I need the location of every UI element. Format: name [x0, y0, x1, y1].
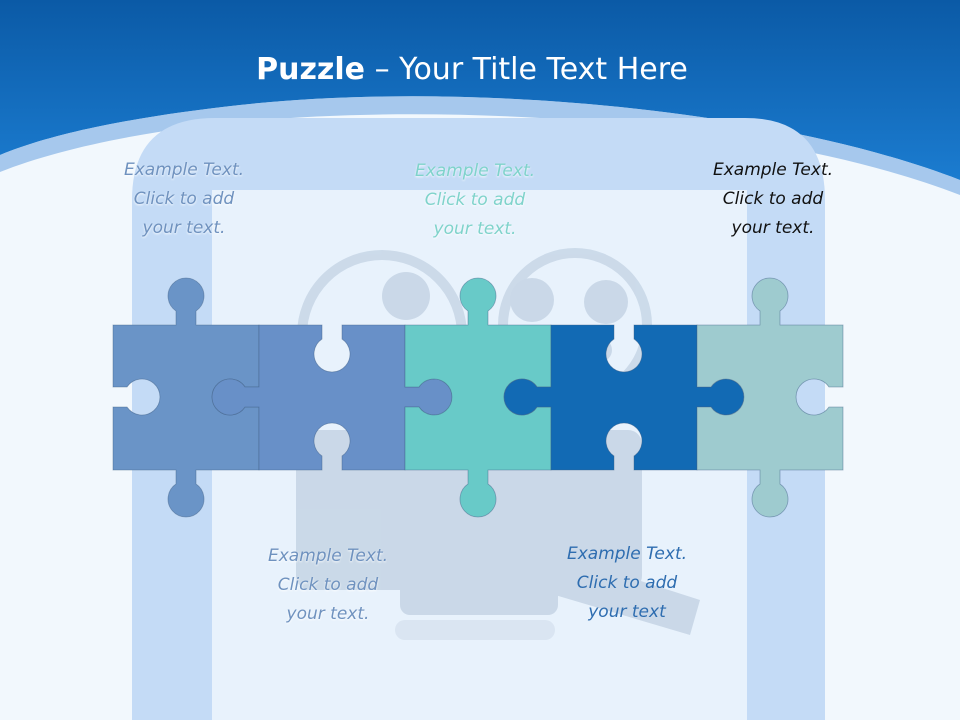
puzzle-chain	[112, 277, 844, 518]
caption-3-line-2: Click to add	[722, 189, 824, 209]
caption-4[interactable]: Example Text. Click to add your text.	[228, 542, 428, 629]
title-bold-word: Puzzle	[256, 52, 366, 87]
header-band	[0, 0, 960, 180]
caption-5[interactable]: Example Text. Click to add your text	[527, 540, 727, 627]
caption-5-line-1: Example Text.	[566, 544, 688, 564]
title-text: – Your Title Text Here	[365, 52, 688, 87]
caption-2-line-3: your text.	[433, 219, 517, 239]
caption-2[interactable]: Example Text. Click to add your text.	[375, 157, 575, 244]
caption-3-line-3: your text.	[731, 218, 815, 238]
caption-5-line-3: your text	[588, 602, 666, 622]
caption-5-line-2: Click to add	[576, 573, 678, 593]
caption-1[interactable]: Example Text. Click to add your text.	[84, 156, 284, 243]
caption-4-line-2: Click to add	[277, 575, 379, 595]
caption-3[interactable]: Example Text. Click to add your text.	[673, 156, 873, 243]
caption-1-line-2: Click to add	[133, 189, 235, 209]
caption-3-line-1: Example Text.	[712, 160, 834, 180]
slide-title[interactable]: Puzzle – Your Title Text Here	[0, 50, 944, 90]
caption-1-line-1: Example Text.	[123, 160, 245, 180]
caption-4-line-1: Example Text.	[267, 546, 389, 566]
caption-4-line-3: your text.	[286, 604, 370, 624]
caption-2-line-2: Click to add	[424, 190, 526, 210]
caption-1-line-3: your text.	[142, 218, 226, 238]
puzzle-piece-5[interactable]	[696, 277, 844, 518]
caption-2-line-1: Example Text.	[414, 161, 536, 181]
